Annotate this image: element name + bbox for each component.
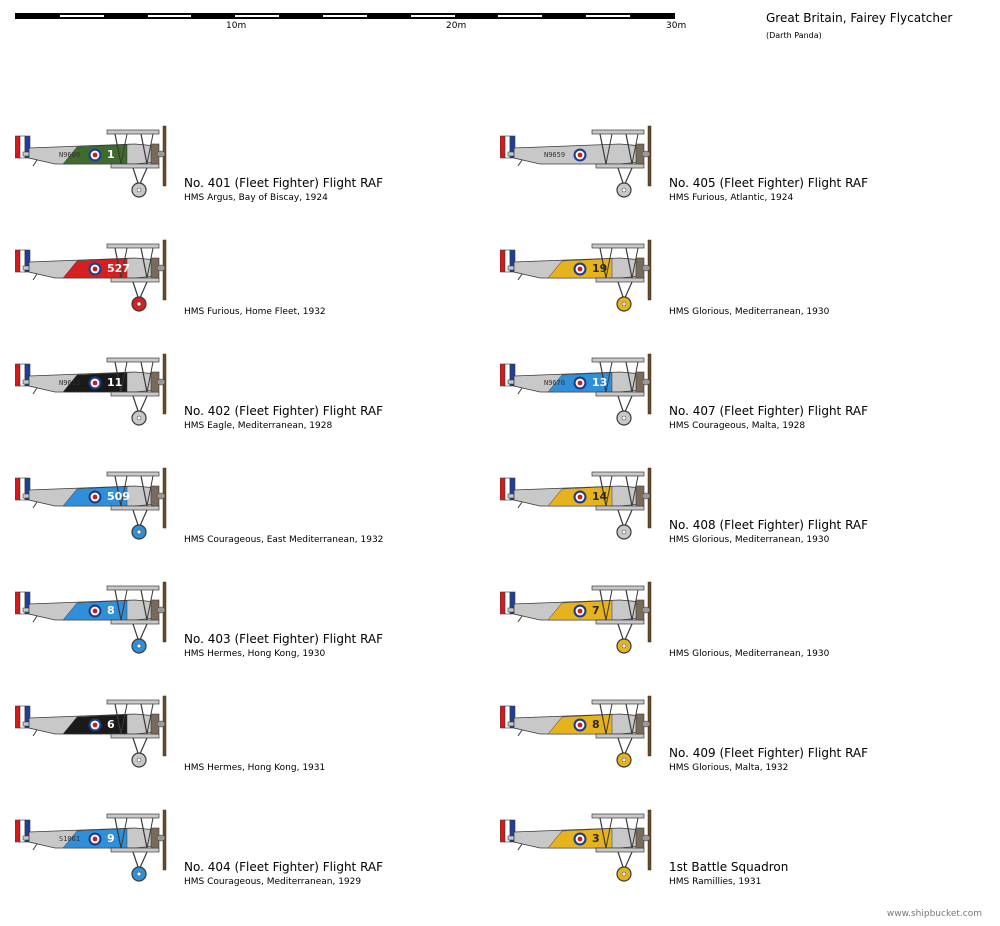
unit-name: 1st Battle Squadron [669, 860, 789, 874]
unit-name: No. 402 (Fleet Fighter) Flight RAF [184, 404, 384, 418]
aircraft-number: 19 [592, 262, 608, 275]
scale-label-30m: 30m [666, 21, 687, 31]
location-caption: HMS Hermes, Hong Kong, 1931 [184, 763, 326, 773]
aircraft-number: 6 [107, 718, 115, 731]
location-caption: HMS Glorious, Malta, 1932 [669, 763, 789, 773]
aircraft-profile: 14 [500, 466, 670, 546]
location-caption: HMS Furious, Home Fleet, 1932 [184, 307, 326, 317]
aircraft-profile: 527 [15, 238, 185, 318]
aircraft-number: 3 [592, 832, 600, 845]
scale-label-20m: 20m [446, 21, 467, 31]
page-title: Great Britain, Fairey Flycatcher [766, 11, 953, 25]
location-caption: HMS Furious, Atlantic, 1924 [669, 193, 794, 203]
site-watermark: www.shipbucket.com [886, 909, 982, 919]
unit-name: No. 409 (Fleet Fighter) Flight RAF [669, 746, 869, 760]
location-caption: HMS Glorious, Mediterranean, 1930 [669, 535, 830, 545]
location-caption: HMS Eagle, Mediterranean, 1928 [184, 421, 333, 431]
aircraft-number: 13 [592, 376, 608, 389]
aircraft-number: 527 [107, 262, 130, 275]
location-caption: HMS Courageous, East Mediterranean, 1932 [184, 535, 384, 545]
aircraft-profile: N9611 11 [15, 352, 185, 432]
location-caption: HMS Hermes, Hong Kong, 1930 [184, 649, 326, 659]
aircraft-serial: N9611 [59, 379, 81, 387]
unit-name: No. 407 (Fleet Fighter) Flight RAF [669, 404, 869, 418]
location-caption: HMS Ramillies, 1931 [669, 877, 762, 887]
aircraft-profile: N9659 [500, 124, 670, 204]
aircraft-profile: 8 [15, 580, 185, 660]
aircraft-profile: S1061 9 [15, 808, 185, 888]
location-caption: HMS Glorious, Mediterranean, 1930 [669, 307, 830, 317]
aircraft-number: 7 [592, 604, 600, 617]
aircraft-profile: 3 [500, 808, 670, 888]
aircraft-profile: 509 [15, 466, 185, 546]
aircraft-serial: N9676 [544, 379, 566, 387]
aircraft-number: 8 [592, 718, 600, 731]
unit-name: No. 408 (Fleet Fighter) Flight RAF [669, 518, 869, 532]
aircraft-number: 9 [107, 832, 115, 845]
aircraft-profile: 7 [500, 580, 670, 660]
location-caption: HMS Courageous, Mediterranean, 1929 [184, 877, 362, 887]
aircraft-number: 8 [107, 604, 115, 617]
scale-label-10m: 10m [226, 21, 247, 31]
aircraft-serial: S1061 [59, 835, 81, 843]
unit-name: No. 404 (Fleet Fighter) Flight RAF [184, 860, 384, 874]
location-caption: HMS Glorious, Mediterranean, 1930 [669, 649, 830, 659]
unit-name: No. 405 (Fleet Fighter) Flight RAF [669, 176, 869, 190]
aircraft-number: 1 [107, 148, 115, 161]
aircraft-profile: 6 [15, 694, 185, 774]
aircraft-number: 509 [107, 490, 130, 503]
aircraft-number: 11 [107, 376, 123, 389]
aircraft-profile: 19 [500, 238, 670, 318]
aircraft-profile: N9676 13 [500, 352, 670, 432]
aircraft-serial: N9680 [59, 151, 81, 159]
scale-bar [15, 13, 675, 19]
aircraft-number: 14 [592, 490, 608, 503]
aircraft-profile: 8 [500, 694, 670, 774]
unit-name: No. 403 (Fleet Fighter) Flight RAF [184, 632, 384, 646]
aircraft-serial: N9659 [544, 151, 566, 159]
author-credit: (Darth Panda) [766, 31, 822, 40]
location-caption: HMS Courageous, Malta, 1928 [669, 421, 806, 431]
aircraft-profile: N9680 1 [15, 124, 185, 204]
unit-name: No. 401 (Fleet Fighter) Flight RAF [184, 176, 384, 190]
location-caption: HMS Argus, Bay of Biscay, 1924 [184, 193, 328, 203]
